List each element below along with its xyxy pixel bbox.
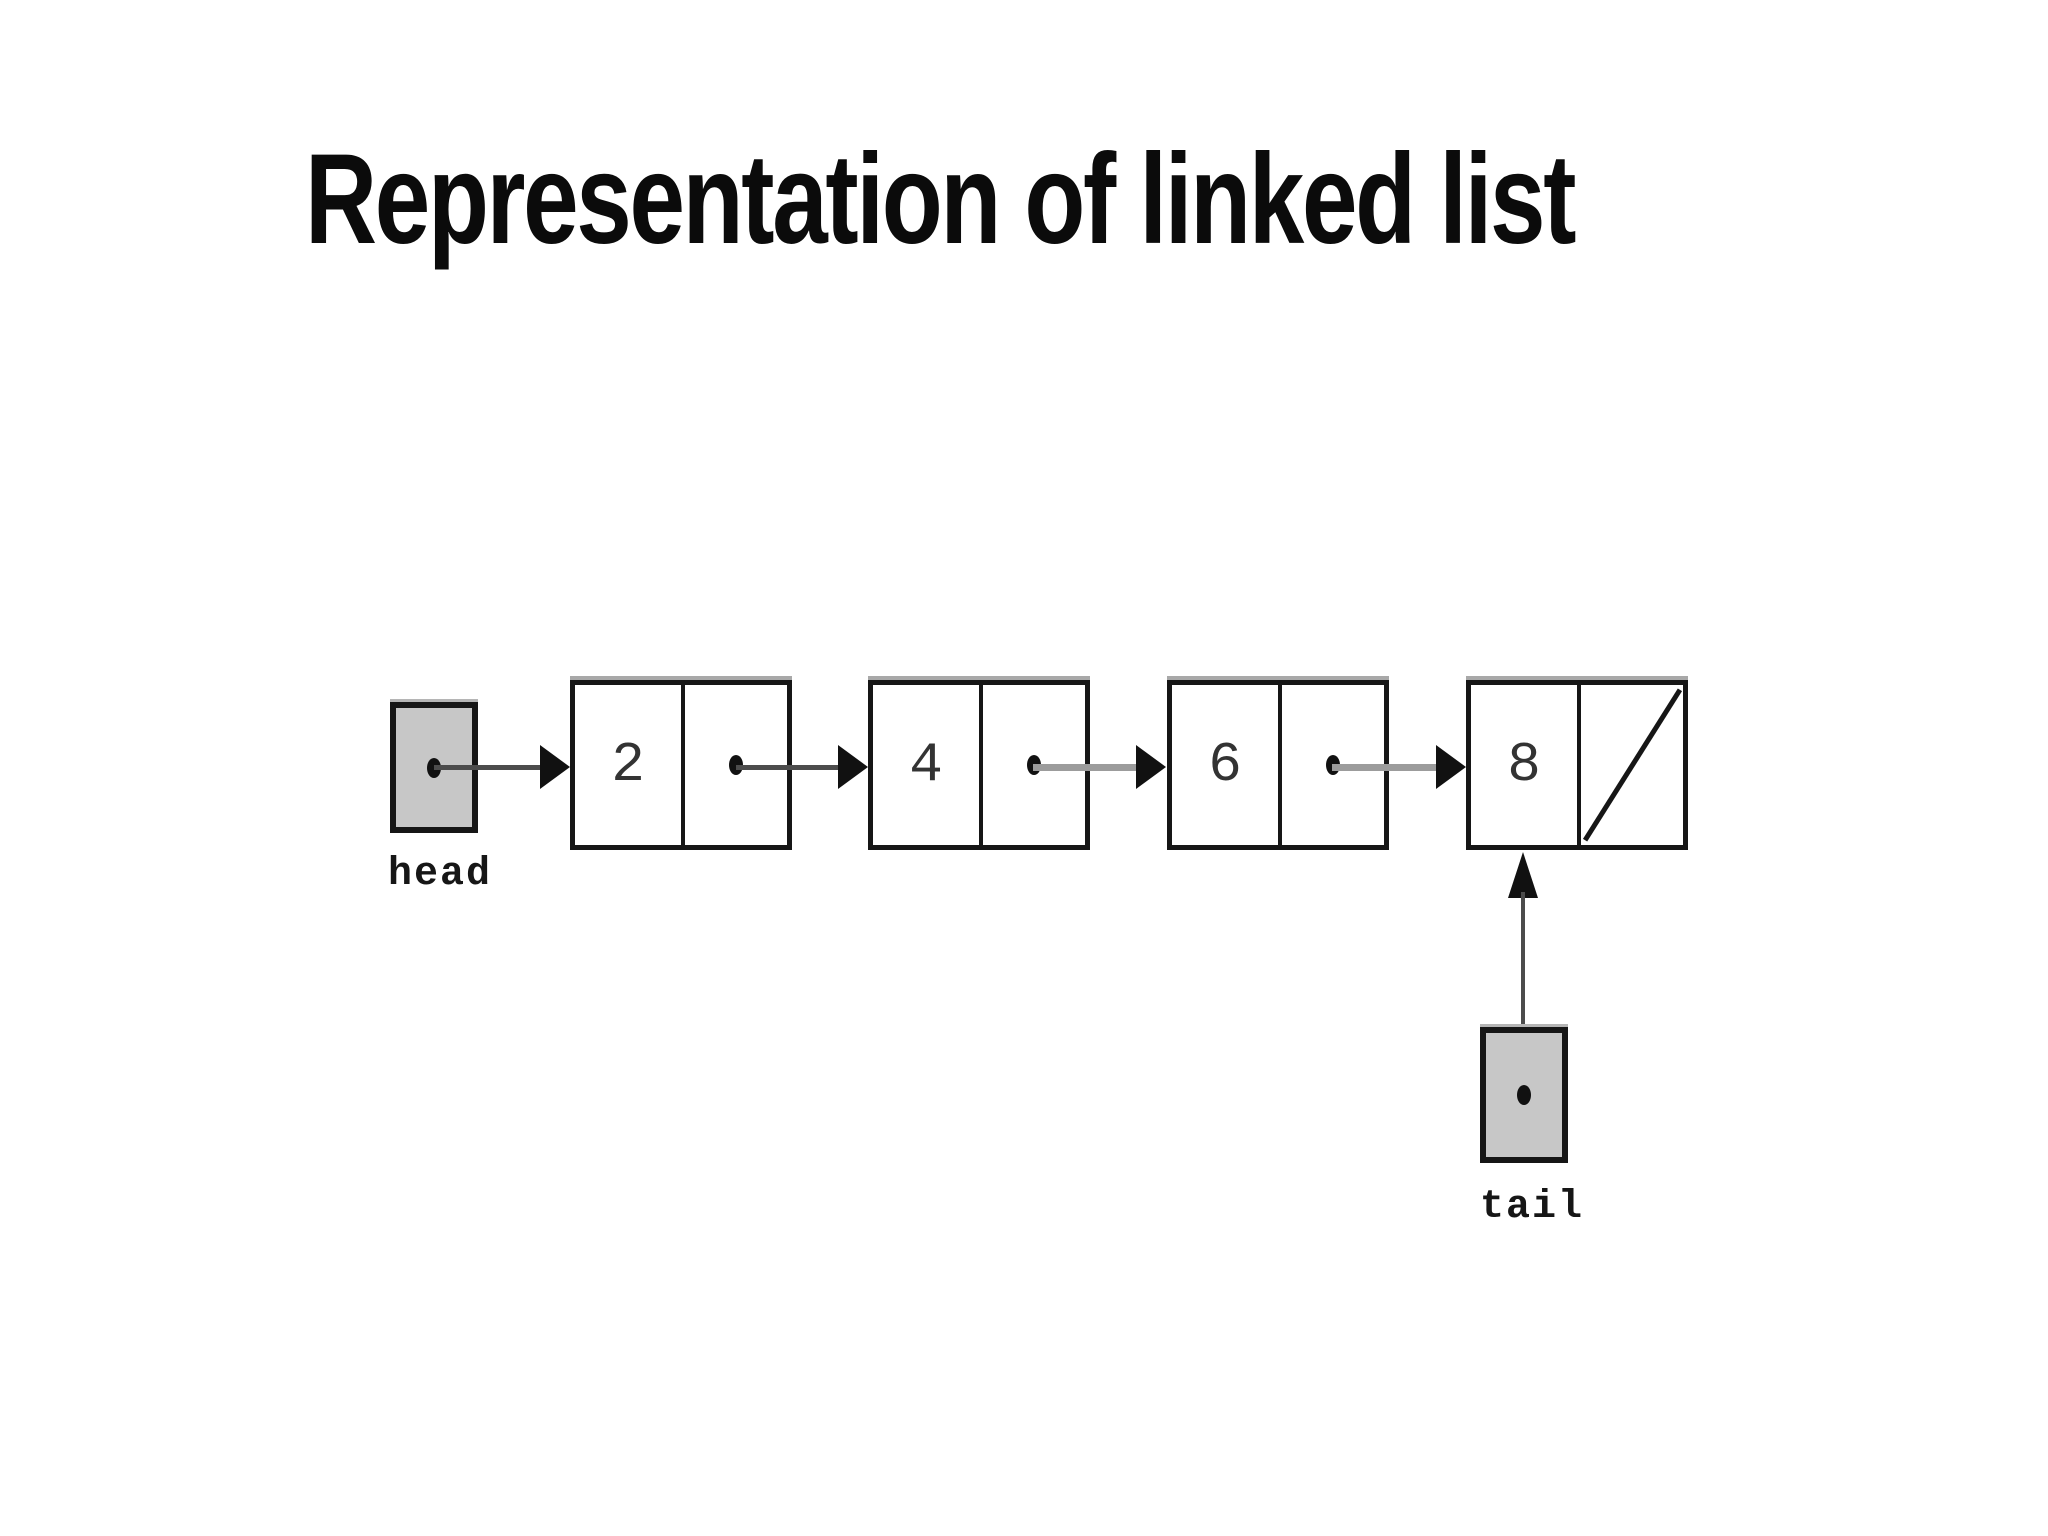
arrow-node2-to-node3-shaft (1033, 764, 1139, 771)
null-pointer-slash-icon (1582, 688, 1683, 842)
node-1-value: 2 (611, 733, 645, 797)
node-4-value: 8 (1507, 733, 1541, 797)
tail-label: tail (1480, 1185, 1585, 1230)
node-4-pointer-cell (1581, 685, 1683, 845)
node-3-data-cell: 6 (1172, 685, 1282, 845)
arrow-tail-to-node4-shaft (1521, 892, 1525, 1094)
node-3-value: 6 (1208, 733, 1242, 797)
arrow-head-to-node1-arrowhead-icon (540, 745, 570, 789)
node-2-data-cell: 4 (873, 685, 983, 845)
list-node-4: 8 (1466, 680, 1688, 850)
tail-pointer-box (1480, 1027, 1568, 1163)
arrow-node1-to-node2-arrowhead-icon (838, 745, 868, 789)
slide-title: Representation of linked list (305, 128, 1576, 271)
head-label: head (388, 852, 493, 897)
arrow-node2-to-node3-arrowhead-icon (1136, 745, 1166, 789)
arrow-tail-to-node4-arrowhead-icon (1508, 852, 1538, 898)
node-4-data-cell: 8 (1471, 685, 1581, 845)
tail-pointer-dot (1517, 1085, 1531, 1105)
arrow-head-to-node1-shaft (434, 765, 546, 770)
arrow-node3-to-node4-shaft (1332, 764, 1436, 771)
node-1-data-cell: 2 (575, 685, 685, 845)
arrow-node3-to-node4-arrowhead-icon (1436, 745, 1466, 789)
arrow-node1-to-node2-shaft (736, 765, 842, 770)
node-2-value: 4 (909, 733, 943, 797)
